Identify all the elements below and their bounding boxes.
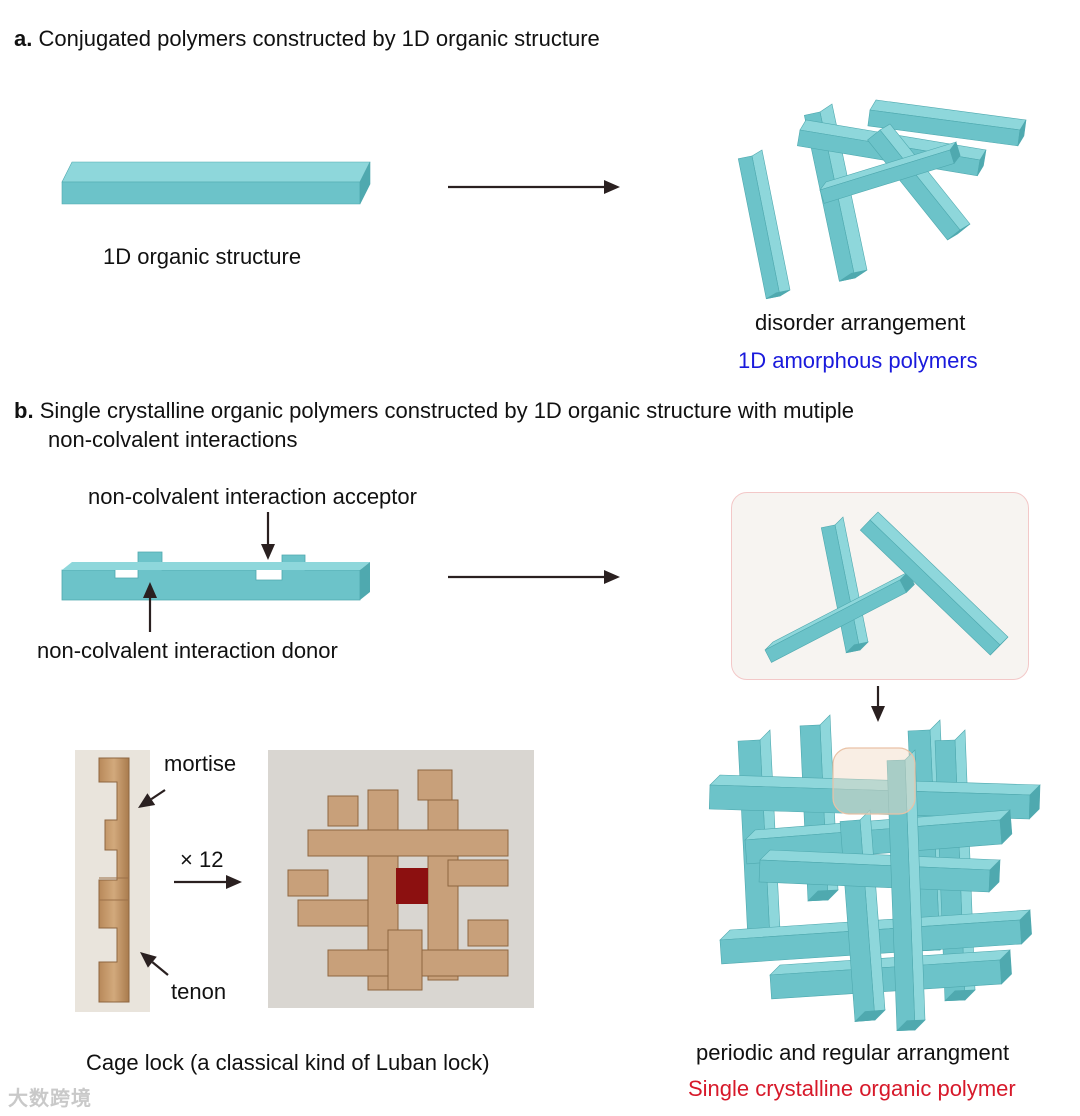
panel-b-heading: b. Single crystalline organic polymers c… bbox=[14, 398, 854, 424]
wood-piece-photo bbox=[75, 750, 150, 1012]
panel-b-letter: b. bbox=[14, 398, 34, 423]
panel-a-title: Conjugated polymers constructed by 1D or… bbox=[38, 26, 600, 51]
arrow-panel-a bbox=[448, 180, 620, 194]
panel-a-heading: a. Conjugated polymers constructed by 1D… bbox=[14, 26, 600, 52]
disorder-bar-6 bbox=[819, 141, 961, 204]
label-donor: non-colvalent interaction donor bbox=[37, 638, 338, 663]
label-acceptor: non-colvalent interaction acceptor bbox=[88, 484, 417, 509]
lattice-highlight bbox=[832, 747, 916, 815]
arrow-donor bbox=[143, 582, 157, 632]
label-1d-organic-structure: 1D organic structure bbox=[103, 244, 302, 269]
bar-notched bbox=[61, 551, 370, 601]
arrow-mortise bbox=[138, 789, 166, 808]
disorder-bar-4 bbox=[867, 99, 1027, 147]
label-mortise: mortise bbox=[164, 751, 237, 776]
wood-piece-drawing bbox=[98, 757, 130, 1003]
inset-bar-3 bbox=[859, 511, 1009, 656]
arrow-panel-b bbox=[448, 570, 620, 584]
label-1d-amorphous-polymers: 1D amorphous polymers bbox=[738, 348, 978, 373]
label-disorder-arrangement: disorder arrangement bbox=[755, 310, 966, 335]
arrow-acceptor bbox=[261, 512, 275, 560]
lattice-bar-10 bbox=[758, 849, 1001, 893]
label-cage-lock-caption: Cage lock (a classical kind of Luban loc… bbox=[86, 1050, 490, 1075]
cage-lock-drawing bbox=[287, 769, 509, 991]
label-multiplier: × 12 bbox=[180, 847, 224, 872]
cage-lock-photo bbox=[268, 750, 534, 1008]
lattice-bar-8 bbox=[769, 949, 1012, 1000]
disorder-bar-1 bbox=[737, 149, 791, 300]
panel-b-title-line2: non-colvalent interactions bbox=[48, 427, 298, 452]
disorder-bar-5 bbox=[867, 123, 971, 241]
arrow-times-12 bbox=[174, 875, 242, 889]
arrow-inset-down bbox=[871, 686, 885, 722]
arrow-tenon bbox=[140, 952, 169, 976]
panel-a-letter: a. bbox=[14, 26, 33, 51]
label-periodic-arrangement: periodic and regular arrangment bbox=[696, 1040, 1010, 1065]
inset-bar-2 bbox=[764, 571, 915, 663]
lattice-bar-11 bbox=[886, 749, 926, 1031]
label-tenon: tenon bbox=[171, 979, 227, 1004]
label-single-crystalline-polymer: Single crystalline organic polymer bbox=[688, 1076, 1016, 1101]
lattice-bar-5 bbox=[708, 774, 1041, 820]
panel-b-title-line1: Single crystalline organic polymers cons… bbox=[39, 398, 855, 423]
watermark: 大数跨境 bbox=[8, 1088, 92, 1110]
bar-1d-organic bbox=[61, 161, 371, 205]
